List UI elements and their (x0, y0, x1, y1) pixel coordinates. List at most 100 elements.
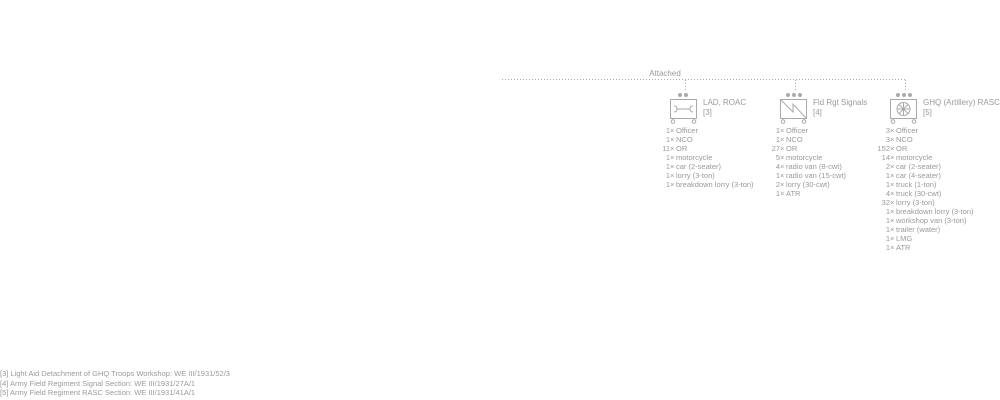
multiply-symbol: × (890, 162, 895, 171)
multiply-symbol: × (890, 171, 895, 180)
equipment-item: workshop van (3-ton) (896, 216, 967, 225)
equipment-item: Officer (786, 126, 808, 135)
multiply-symbol: × (890, 180, 895, 189)
equipment-row: 1×ATR (864, 243, 974, 252)
equipment-item: lorry (30-cwt) (786, 180, 830, 189)
equipment-row: 2×lorry (30-cwt) (754, 180, 846, 189)
unit-ref: [3] (703, 108, 712, 117)
multiply-symbol: × (890, 126, 895, 135)
equipment-row: 1×lorry (3-ton) (644, 171, 754, 180)
equipment-qty: 32 (881, 198, 890, 207)
equipment-qty: 5 (775, 153, 780, 162)
multiply-symbol: × (670, 153, 675, 162)
equipment-item: car (4-seater) (896, 171, 942, 180)
equipment-item: motorcycle (786, 153, 823, 162)
equipment-item: car (2-seater) (676, 162, 722, 171)
unit-name: Fld Rgt Signals (813, 98, 868, 107)
equipment-item: breakdown lorry (3-ton) (676, 180, 754, 189)
equipment-row: 4×radio van (8-cwt) (754, 162, 846, 171)
equipment-item: breakdown lorry (3-ton) (896, 207, 974, 216)
equipment-row: 1×trailer (water) (864, 225, 974, 234)
equipment-row: 1×car (4-seater) (864, 171, 974, 180)
equipment-qty: 4 (775, 162, 780, 171)
signals-lightning-icon (779, 92, 811, 126)
unit-name: GHQ (Artillery) RASC (923, 98, 1000, 107)
equipment-item: ATR (896, 243, 911, 252)
equipment-qty: 1 (775, 189, 780, 198)
equipment-qty: 1 (665, 180, 670, 189)
equipment-item: NCO (676, 135, 693, 144)
multiply-symbol: × (890, 225, 895, 234)
multiply-symbol: × (890, 216, 895, 225)
equipment-qty: 1 (885, 243, 890, 252)
equipment-item: truck (30-cwt) (896, 189, 942, 198)
equipment-item: NCO (786, 135, 803, 144)
equipment-qty: 14 (881, 153, 890, 162)
multiply-symbol: × (780, 135, 785, 144)
equipment-qty: 1 (885, 234, 890, 243)
equipment-row: 5×motorcycle (754, 153, 846, 162)
multiply-symbol: × (670, 144, 675, 153)
multiply-symbol: × (890, 207, 895, 216)
multiply-symbol: × (890, 189, 895, 198)
unit-title: Fld Rgt Signals [4] (813, 98, 867, 118)
equipment-row: 27×OR (754, 144, 846, 153)
equipment-row: 1×ATR (754, 189, 846, 198)
equipment-row: 152×OR (864, 144, 974, 153)
equipment-item: NCO (896, 135, 913, 144)
equipment-qty: 1 (775, 171, 780, 180)
equipment-row: 14×motorcycle (864, 153, 974, 162)
equipment-item: lorry (3-ton) (676, 171, 715, 180)
multiply-symbol: × (670, 180, 675, 189)
equipment-item: radio van (8-cwt) (786, 162, 842, 171)
equipment-qty: 4 (885, 189, 890, 198)
multiply-symbol: × (780, 180, 785, 189)
multiply-symbol: × (780, 162, 785, 171)
equipment-row: 3×Officer (864, 126, 974, 135)
equipment-qty: 1 (665, 171, 670, 180)
equipment-qty: 1 (885, 171, 890, 180)
equipment-qty: 1 (775, 135, 780, 144)
equipment-row: 11×OR (644, 144, 754, 153)
equipment-item: ATR (786, 189, 801, 198)
equipment-item: OR (676, 144, 688, 153)
multiply-symbol: × (890, 144, 895, 153)
multiply-symbol: × (890, 153, 895, 162)
equipment-item: car (2-seater) (896, 162, 942, 171)
footnote: [5] Army Field Regiment RASC Section: WE… (0, 388, 196, 397)
multiply-symbol: × (780, 144, 785, 153)
equipment-qty: 27 (771, 144, 780, 153)
equipment-row: 1×car (2-seater) (644, 162, 754, 171)
equipment-qty: 11 (662, 144, 670, 153)
multiply-symbol: × (890, 243, 895, 252)
unit-title: LAD, ROAC [3] (703, 98, 746, 118)
equipment-row: 1×motorcycle (644, 153, 754, 162)
equipment-item: truck (1-ton) (896, 180, 937, 189)
multiply-symbol: × (780, 171, 785, 180)
footnote: [3] Light Aid Detachment of GHQ Troops W… (0, 369, 230, 378)
multiply-symbol: × (890, 234, 895, 243)
multiply-symbol: × (780, 126, 785, 135)
equipment-row: 4×truck (30-cwt) (864, 189, 974, 198)
multiply-symbol: × (670, 135, 675, 144)
multiply-symbol: × (780, 189, 785, 198)
equipment-qty: 2 (885, 162, 890, 171)
multiply-symbol: × (890, 135, 895, 144)
unit-ref: [5] (923, 108, 932, 117)
equipment-qty: 1 (885, 180, 890, 189)
equipment-row: 1×breakdown lorry (3-ton) (644, 180, 754, 189)
equipment-qty: 1 (775, 126, 780, 135)
equipment-row: 1×NCO (644, 135, 754, 144)
unit-name: LAD, ROAC (703, 98, 747, 107)
equipment-qty: 1 (665, 153, 670, 162)
multiply-symbol: × (670, 162, 675, 171)
equipment-item: Officer (676, 126, 698, 135)
multiply-symbol: × (780, 153, 785, 162)
equipment-row: 1×NCO (754, 135, 846, 144)
equipment-qty: 1 (665, 126, 670, 135)
equipment-item: trailer (water) (896, 225, 941, 234)
equipment-item: motorcycle (676, 153, 713, 162)
